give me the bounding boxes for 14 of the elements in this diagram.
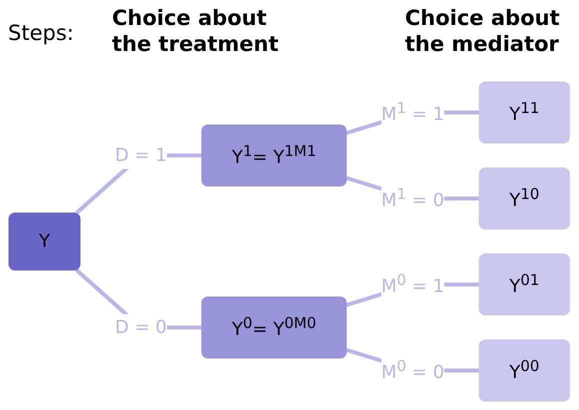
row-label: Steps: <box>8 20 74 46</box>
edge-label: M$^{1}$ = 0 <box>382 184 445 210</box>
node-box: Y <box>8 212 81 270</box>
edge-label: M$^{0}$ = 0 <box>382 356 445 382</box>
node-box: Y$^{00}$ <box>479 339 570 401</box>
column-heading: Choice about the mediator <box>405 5 561 57</box>
node-box: Y$^{01}$ <box>479 253 570 315</box>
edge-label: M$^{1}$ = 1 <box>382 98 445 124</box>
node-box: Y$^{11}$ <box>479 81 570 143</box>
edge-label: D = 1 <box>115 144 168 166</box>
edge-label: D = 0 <box>115 316 168 338</box>
node-box: Y$^{10}$ <box>479 167 570 229</box>
column-heading: Choice about the treatment <box>112 5 280 57</box>
edge-label: M$^{0}$ = 1 <box>382 270 445 296</box>
